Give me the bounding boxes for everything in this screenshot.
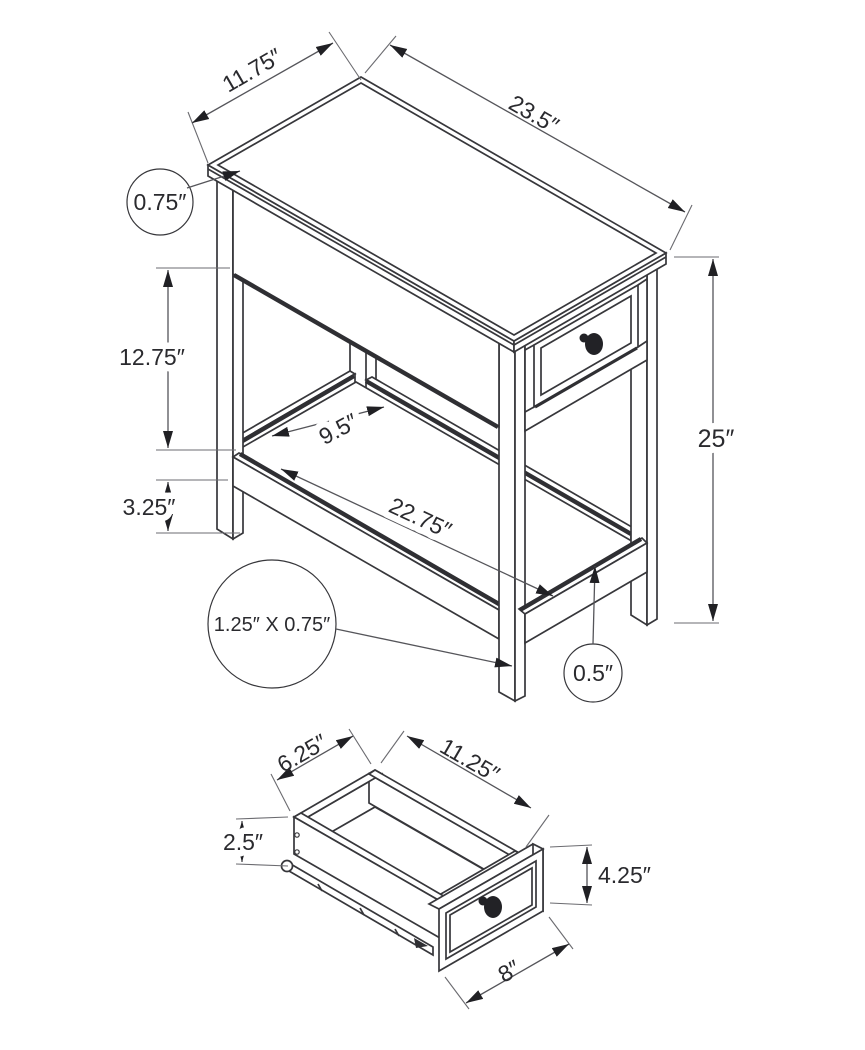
- callout-shelf-thickness-label: 0.5″: [573, 660, 613, 686]
- dim-total-height: 25″: [674, 256, 741, 624]
- screw-hole: [294, 849, 300, 855]
- dim-drawer-front-width-label: 8″: [493, 955, 524, 988]
- dim-open-height: 12.75″: [113, 267, 236, 451]
- table-leg-front-center: [498, 336, 526, 703]
- drawer-knob: [579, 333, 603, 355]
- drawer-front-detail: [427, 842, 545, 973]
- drawer-isometric-drawing: 6.25″ 11.25″ 2.5″ 4.25″ 8″: [216, 729, 651, 1010]
- table-drawer-face: [524, 268, 648, 433]
- dim-open-height-label: 12.75″: [119, 344, 185, 370]
- drawer-knob: [478, 896, 502, 918]
- callout-leg-size: 1.25″ X 0.75″: [207, 559, 513, 689]
- table-isometric-drawing: 11.75″ 23.5″ 0.75″ 12.75″ 3.25″: [113, 31, 741, 703]
- dim-drawer-box-height: 2.5″: [216, 816, 289, 867]
- drawer-front-panel: [540, 294, 632, 397]
- dim-drawer-inner-length-label: 11.25″: [436, 733, 504, 788]
- dim-total-height-label: 25″: [698, 425, 735, 453]
- callout-top-thickness: 0.75″: [126, 168, 241, 236]
- table-back-leg: [349, 342, 377, 380]
- callout-top-thickness-label: 0.75″: [134, 189, 187, 215]
- screw-hole: [294, 832, 300, 838]
- dim-drawer-front-height-label: 4.25″: [598, 862, 651, 888]
- callout-leg-size-label: 1.25″ X 0.75″: [214, 614, 330, 636]
- dim-base-height-label: 3.25″: [123, 494, 176, 520]
- dim-drawer-inner-width-label: 6.25″: [273, 729, 332, 778]
- dim-top-length-label: 23.5″: [505, 90, 564, 139]
- dim-drawer-front-height: 4.25″: [549, 844, 651, 906]
- callout-shelf-thickness: 0.5″: [563, 565, 623, 703]
- dim-drawer-box-height-label: 2.5″: [223, 829, 263, 855]
